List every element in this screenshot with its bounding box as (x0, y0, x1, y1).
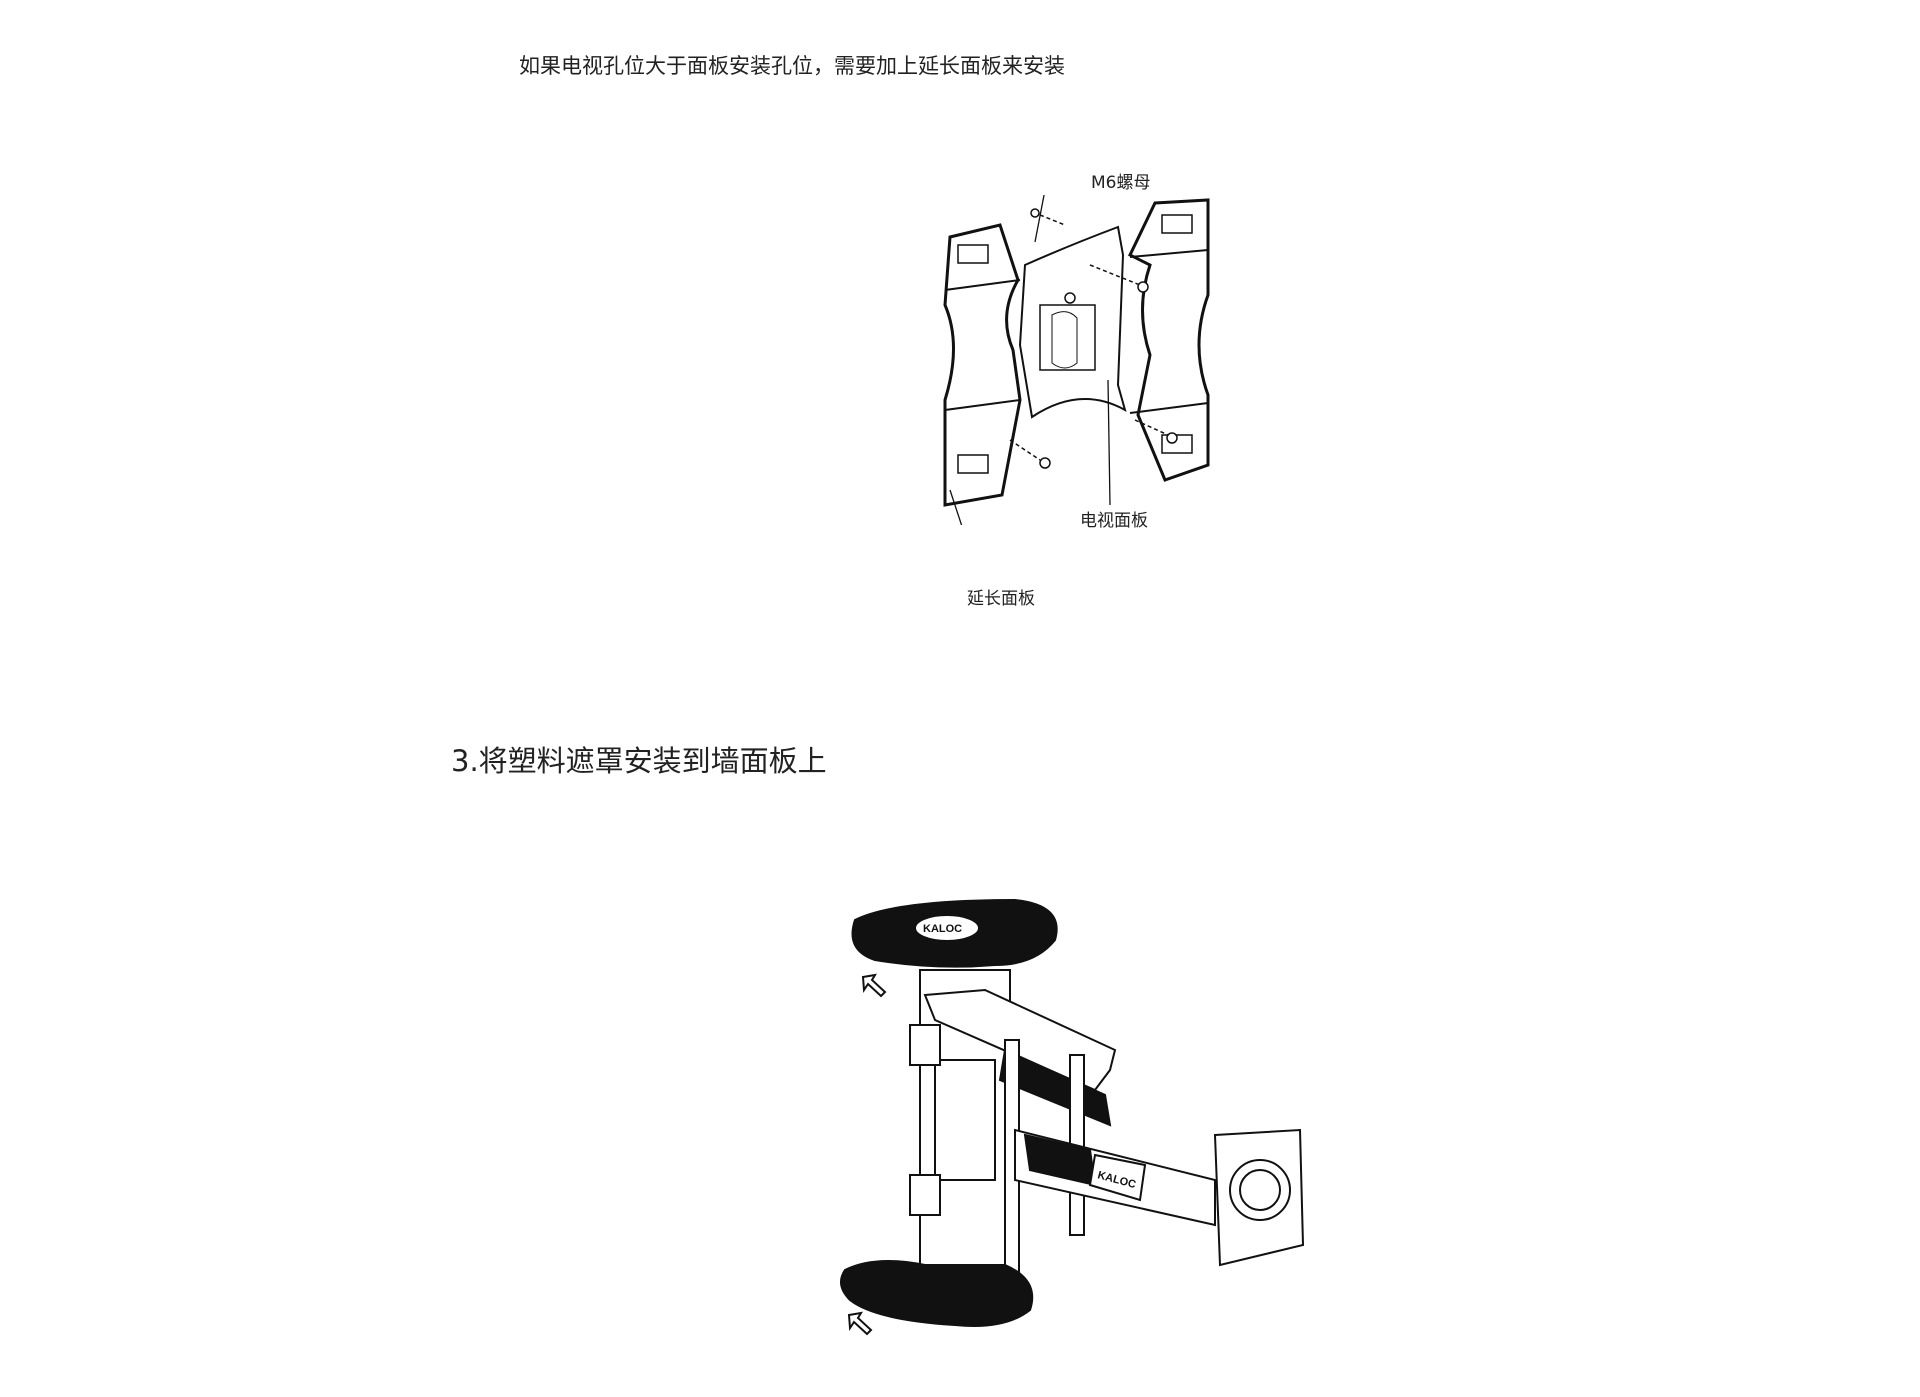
tv-plate (1018, 225, 1127, 419)
step-3-heading: 3.将塑料遮罩安装到墙面板上 (451, 744, 827, 778)
arm-lower: KALOC (1014, 1128, 1216, 1227)
intro-text: 如果电视孔位大于面板安装孔位，需要加上延长面板来安装 (519, 54, 1065, 78)
tv-bracket (1213, 1128, 1305, 1267)
tv-plate-label: 电视面板 (1080, 511, 1148, 531)
plastic-cover-top: KALOC (851, 898, 1058, 968)
arrow-icon (847, 973, 887, 1336)
leader-lines (949, 195, 1111, 525)
extension-plate-right (1128, 198, 1210, 482)
brand-logo-top: KALOC (923, 923, 962, 935)
nut-label: M6螺母 (1091, 173, 1151, 193)
plastic-cover-bottom (840, 1260, 1034, 1327)
m6-nuts (1009, 214, 1169, 461)
extension-plate-label: 延长面板 (967, 589, 1035, 609)
extension-plate-left (943, 223, 1022, 507)
extension-plate-diagram (943, 195, 1210, 525)
wall-mount-arm-diagram: KALOC KALOC (840, 898, 1305, 1336)
